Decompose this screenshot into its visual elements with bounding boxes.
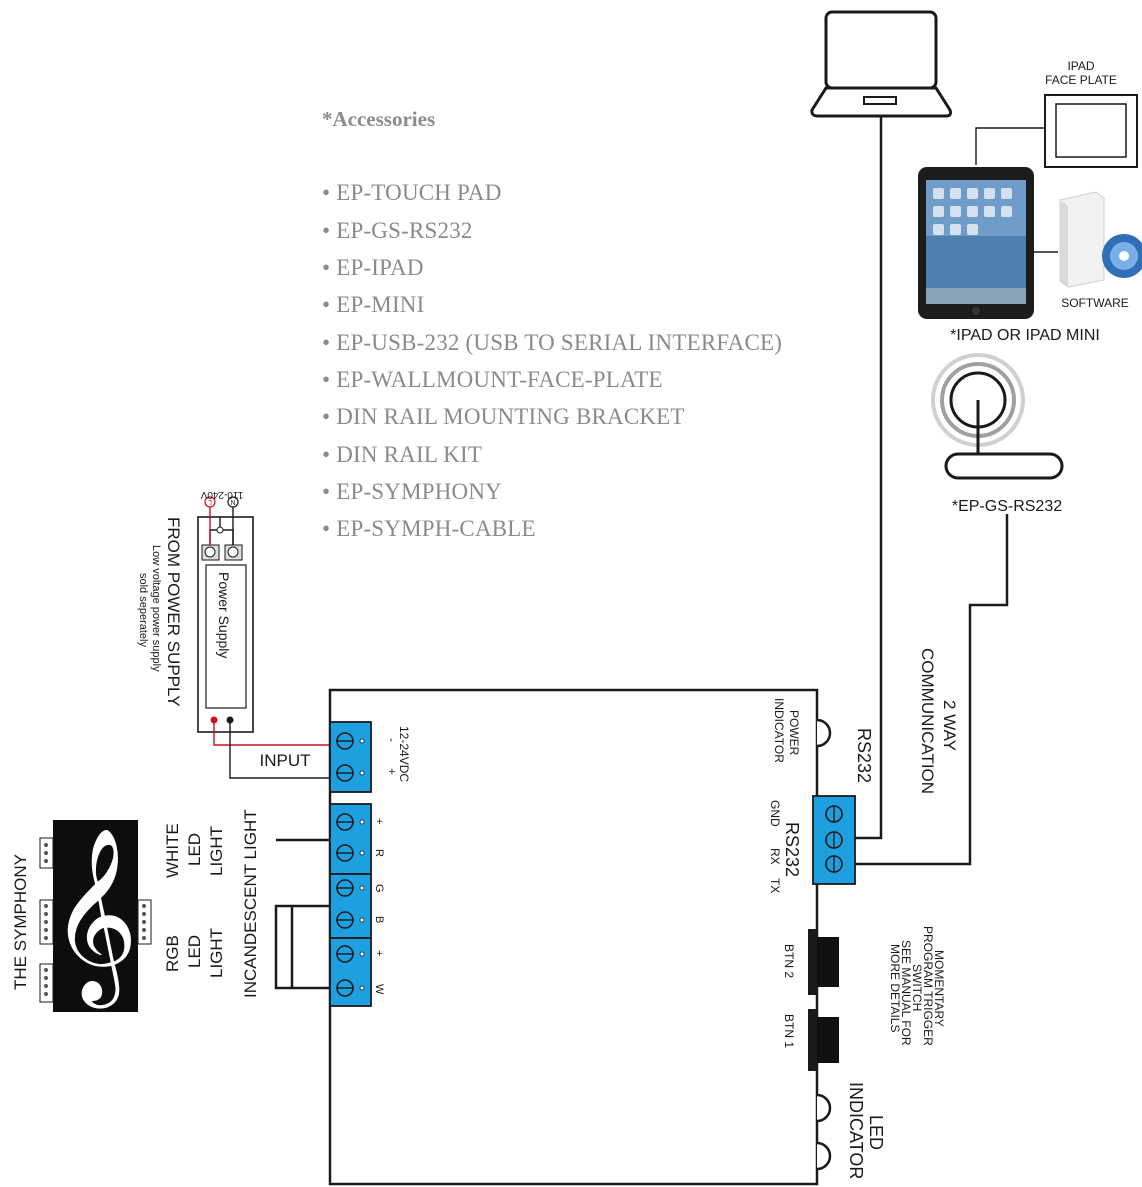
rgb-led-label: LIGHT (207, 928, 226, 978)
led-indicators: LED INDICATOR (816, 1082, 886, 1179)
power-indicator-label: POWER (787, 710, 801, 756)
white-led-label: LIGHT (207, 826, 226, 876)
momentary-label: SEE MANUAL FOR (899, 940, 913, 1046)
accessory-item: • EP-IPAD (322, 255, 424, 280)
software-icon: SOFTWARE (1034, 191, 1142, 310)
symphony-label: THE SYMPHONY (11, 854, 30, 990)
momentary-label: MORE DETAILS (888, 944, 902, 1032)
led-indicator-label: LED (866, 1115, 886, 1150)
plus-label: + (385, 768, 399, 775)
momentary-label: PROGRAM TRIGGER (921, 926, 935, 1046)
input-label-box: INPUT (252, 747, 328, 771)
terminal-g-label: G (373, 884, 385, 893)
accessory-item: • EP-SYMPH-CABLE (322, 516, 536, 541)
gateway-label: *EP-GS-RS232 (952, 498, 1062, 515)
terminal-plus-label: + (373, 818, 385, 824)
controller-box (328, 688, 819, 1186)
from-ps-sub-label: Low voltage power supply (150, 545, 162, 672)
output-terminal-blocks: + R G B + W (329, 803, 385, 1007)
accessory-item: • EP-TOUCH PAD (322, 180, 502, 205)
momentary-label: MOMENTARY (932, 950, 946, 1027)
laptop-icon (810, 10, 952, 118)
accessory-item: • EP-MINI (322, 292, 424, 317)
power-terminal-block: - + 12-24VDC (329, 721, 411, 793)
accessory-item: • DIN RAIL KIT (322, 442, 482, 467)
accessory-item: • EP-GS-RS232 (322, 218, 473, 243)
ipad-label: *IPAD OR IPAD MINI (950, 327, 1100, 344)
from-ps-label: FROM POWER SUPPLY (164, 517, 183, 707)
rs232-block-label: RS232 (782, 822, 802, 877)
accessory-item: • EP-WALLMOUNT-FACE-PLATE (322, 367, 663, 392)
treble-clef-icon: 𝄞 (50, 827, 139, 1009)
two-way-label: 2 WAY (940, 700, 959, 751)
tx-label: TX (768, 878, 782, 893)
rgb-led-label: RGB (163, 935, 182, 972)
face-plate-label: IPAD (1067, 59, 1094, 73)
terminal-w-label: W (373, 984, 385, 995)
btn1-label: BTN 1 (782, 1014, 796, 1048)
ac-voltage-label: 110-240V (200, 489, 243, 500)
accessory-item: • EP-USB-232 (USB TO SERIAL INTERFACE) (322, 330, 782, 355)
two-way-label: COMMUNICATION (918, 648, 937, 794)
rs232-terminal-block: RS232 GND RX TX RS232 (768, 728, 874, 893)
power-indicator-label: INDICATOR (772, 698, 786, 763)
gateway-icon: *EP-GS-RS232 (931, 353, 1064, 515)
minus-label: - (385, 738, 399, 742)
rx-label: RX (768, 848, 782, 865)
gnd-label: GND (768, 800, 782, 827)
face-plate-label: FACE PLATE (1045, 73, 1117, 87)
power-supply: Power Supply L N 110-240V FROM POWER SUP… (137, 489, 330, 779)
terminal-r-label: R (373, 849, 385, 857)
terminal-plus-label: + (373, 950, 385, 956)
terminal-l-label: L (208, 498, 212, 505)
software-label: SOFTWARE (1061, 296, 1129, 310)
ipad-icon (918, 167, 1034, 319)
output-wires (274, 838, 330, 990)
accessory-item: • EP-SYMPHONY (322, 479, 502, 504)
rgb-led-label: LED (185, 935, 204, 968)
ipad-face-plate-icon: IPAD FACE PLATE (975, 59, 1138, 168)
communication-wires: 2 WAY COMMUNICATION (855, 116, 1009, 866)
input-label: INPUT (260, 751, 311, 770)
rs232-top-label: RS232 (854, 728, 874, 783)
accessories-title: *Accessories (322, 107, 435, 131)
led-indicator-label: INDICATOR (846, 1082, 866, 1179)
vdc-label: 12-24VDC (397, 726, 411, 782)
power-supply-label: Power Supply (216, 572, 232, 658)
white-led-label: WHITE (163, 823, 182, 878)
terminal-b-label: B (373, 916, 385, 923)
light-labels: WHITE LED LIGHT RGB LED LIGHT INCANDESCE… (163, 809, 260, 998)
terminal-n-label: N (230, 498, 235, 505)
power-indicator: POWER INDICATOR (772, 698, 832, 763)
incandescent-label: INCANDESCENT LIGHT (241, 809, 260, 998)
buttons: BTN 2 BTN 1 MOMENTARY PROGRAM TRIGGER SW… (782, 926, 946, 1071)
btn2-label: BTN 2 (782, 944, 796, 978)
symphony-device: 𝄞 THE SYMPHONY (11, 820, 152, 1012)
accessory-item: • DIN RAIL MOUNTING BRACKET (322, 404, 685, 429)
momentary-label: SWITCH (910, 964, 924, 1011)
white-led-label: LED (185, 833, 204, 866)
accessories-list: *Accessories • EP-TOUCH PAD • EP-GS-RS23… (322, 107, 782, 541)
from-ps-sub-label: sold seperately (137, 573, 149, 647)
